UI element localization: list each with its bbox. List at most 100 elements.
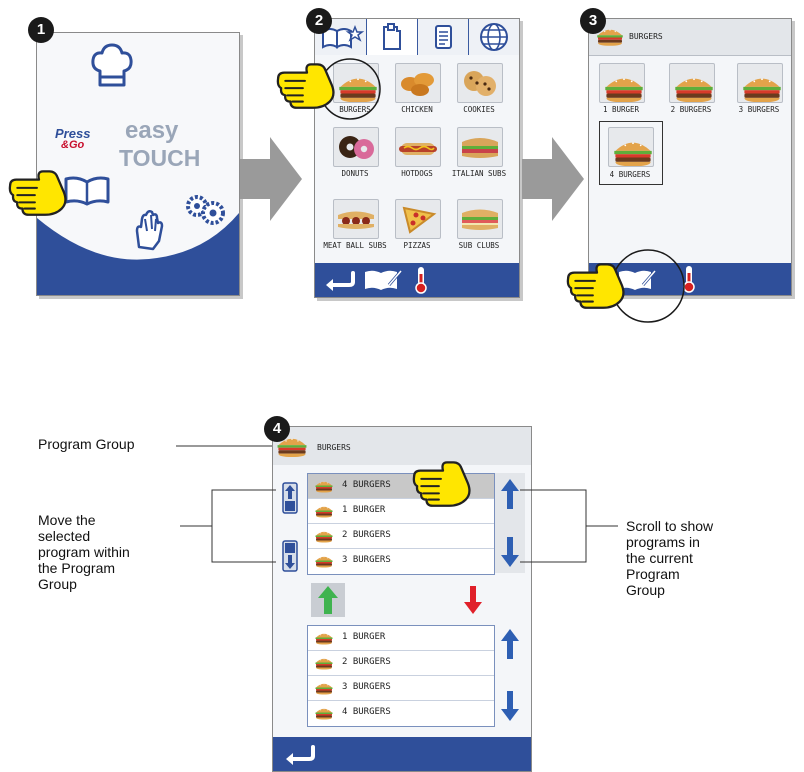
- callout-move-program: Move the selected program within the Pro…: [38, 512, 188, 592]
- list-item[interactable]: 2 BURGERS: [308, 524, 494, 549]
- list-item-label: 1 BURGER: [342, 505, 386, 515]
- pointing-hand-icon: [566, 258, 628, 310]
- scroll-up-arrow-icon[interactable]: [499, 477, 521, 511]
- list-item[interactable]: 4 BURGERS: [308, 701, 494, 725]
- list-item-label: 3 BURGERS: [342, 682, 391, 692]
- tab-notes[interactable]: [418, 19, 469, 55]
- arrow-right-icon: [522, 137, 584, 221]
- callout-line: Scroll to show: [626, 518, 714, 534]
- thermometer-icon[interactable]: [413, 265, 429, 295]
- tab-globe[interactable]: [469, 19, 519, 55]
- callout-scroll-programs: Scroll to show programs in the current P…: [626, 518, 786, 598]
- move-up-icon[interactable]: [281, 481, 299, 515]
- move-up-button[interactable]: [311, 583, 345, 617]
- list-item-label: 3 BURGERS: [342, 555, 391, 565]
- callout-line: the current: [626, 550, 693, 566]
- list-item[interactable]: 2 BURGERS: [308, 651, 494, 676]
- tab-favorites[interactable]: [315, 19, 367, 55]
- group-header: BURGERS: [273, 427, 531, 465]
- menu-label: BURGERS: [339, 105, 371, 114]
- menu-label: PIZZAS: [403, 241, 431, 250]
- list-item-label: 2 BURGERS: [342, 657, 391, 667]
- burger-icon: [314, 681, 334, 695]
- hand-glove-icon[interactable]: [129, 209, 169, 253]
- sub-clubs-tile: [457, 199, 503, 239]
- thermometer-icon[interactable]: [681, 264, 697, 294]
- screen-2-cookbook: BURGERS CHICKEN COOKIES DONUTS: [314, 18, 520, 298]
- screen-1-home: Press &Go easy TOUCH: [36, 32, 240, 296]
- burger-icon: [314, 631, 334, 645]
- menu-label: DONUTS: [341, 169, 369, 178]
- list-item-label: 2 BURGERS: [342, 530, 391, 540]
- menu-label: ITALIAN SUBS: [451, 169, 507, 178]
- red-down-arrow-icon[interactable]: [461, 583, 485, 617]
- screen-3-program-group: BURGERS 1 BURGER 2 BURGERS 3 BURGERS 4 B…: [588, 18, 792, 296]
- callout-line: Group: [38, 576, 77, 592]
- list-item[interactable]: 3 BURGERS: [308, 549, 494, 573]
- gears-icon[interactable]: [184, 193, 226, 227]
- clipboard-icon: [383, 23, 401, 50]
- logo-go: &Go: [61, 139, 85, 151]
- program-label: 2 BURGERS: [670, 105, 712, 114]
- step-badge-1: 1: [28, 17, 54, 43]
- step-badge-2: 2: [306, 8, 332, 34]
- burger-icon: [314, 706, 334, 720]
- program-tile: [669, 63, 715, 103]
- meat-ball-subs-tile: [333, 199, 379, 239]
- burger-icon: [314, 554, 334, 568]
- scroll-up-arrow-icon[interactable]: [499, 627, 521, 661]
- callout-line: selected: [38, 528, 91, 544]
- burger-icon: [314, 504, 334, 518]
- book-star-icon: [322, 24, 365, 49]
- tab-programs[interactable]: [367, 19, 418, 55]
- group-title: BURGERS: [317, 443, 351, 452]
- italian-subs-tile: [457, 127, 503, 167]
- hotdogs-tile: [395, 127, 441, 167]
- pointing-hand-icon: [412, 456, 474, 508]
- scroll-down-arrow-icon[interactable]: [499, 535, 521, 569]
- list-item[interactable]: 3 BURGERS: [308, 676, 494, 701]
- callout-line: the Program: [38, 560, 116, 576]
- menu-label: MEAT BALL SUBS: [323, 241, 387, 250]
- green-up-arrow-icon: [318, 586, 338, 614]
- chicken-tile: [395, 63, 441, 103]
- donuts-tile: [333, 127, 379, 167]
- program-tile: [608, 127, 654, 167]
- logo-easy: easy: [125, 117, 179, 144]
- list-item-label: 1 BURGER: [342, 632, 386, 642]
- scroll-down-arrow-icon[interactable]: [499, 689, 521, 723]
- callout-line: program within: [38, 544, 130, 560]
- group-header: BURGERS: [589, 19, 791, 56]
- back-arrow-icon[interactable]: [321, 269, 357, 291]
- screen-1-background: [37, 213, 239, 295]
- program-tile: [599, 63, 645, 103]
- burgers-tile: [333, 63, 379, 103]
- callout-line: Program: [626, 566, 680, 582]
- menu-label: SUB CLUBS: [458, 241, 500, 250]
- burger-icon: [314, 479, 334, 493]
- move-down-icon[interactable]: [281, 539, 299, 573]
- bottom-bar: [315, 263, 519, 297]
- edit-book-icon[interactable]: [617, 267, 657, 293]
- notes-icon: [435, 25, 452, 49]
- step-badge-4: 4: [264, 416, 290, 442]
- program-list: 1 BURGER 2 BURGERS 3 BURGERS 4 BURGERS: [307, 625, 495, 727]
- list-item-label: 4 BURGERS: [342, 480, 391, 490]
- edit-book-icon[interactable]: [363, 267, 403, 293]
- callout-line: Group: [626, 582, 665, 598]
- list-item[interactable]: 1 BURGER: [308, 626, 494, 651]
- menu-label: HOTDOGS: [401, 169, 433, 178]
- globe-icon: [480, 23, 508, 51]
- callout-line: Move the: [38, 512, 96, 528]
- list-item[interactable]: 1 BURGER: [308, 499, 494, 524]
- chef-hat-icon[interactable]: [90, 43, 134, 89]
- group-title: BURGERS: [629, 32, 663, 41]
- back-arrow-icon[interactable]: [281, 743, 317, 765]
- burger-icon: [314, 529, 334, 543]
- cookies-tile: [457, 63, 503, 103]
- program-label: 1 BURGER: [602, 105, 640, 114]
- book-icon[interactable]: [63, 176, 111, 206]
- program-label: 4 BURGERS: [609, 170, 651, 179]
- arrow-right-icon: [240, 137, 302, 221]
- callout-program-group: Program Group: [38, 436, 135, 452]
